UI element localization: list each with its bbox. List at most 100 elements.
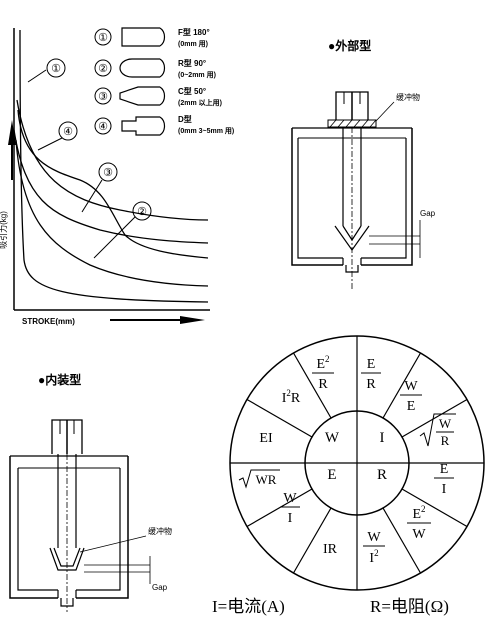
external-frame-inner [297,138,407,259]
external-buffer-label: 缓冲物 [396,92,420,102]
force-stroke-chart: 吸引力(kg) STROKE(mm) ① ② ③ ④ [0,28,210,326]
internal-buffer-cup [49,547,85,571]
internal-frame [9,456,129,599]
curve-3 [15,139,209,287]
external-plunger-tip [342,225,362,242]
wheel-center-w: W [325,430,340,446]
wheel-center-e: E [327,467,336,483]
wheel-spokes [230,336,484,590]
wheel-spoke [382,507,422,574]
plunger-legend: ① F型 180° (0mm 用) ② R型 90° (0~2mm 用) ③ C… [94,27,234,136]
curve-4-leader [37,137,63,151]
wheel-spoke [246,398,313,438]
curve-1-number: ① [51,63,61,75]
legend-3-range: (2mm 以上用) [178,98,222,107]
x-axis-arrow [180,316,205,324]
curve-2-circle [132,201,152,221]
segment-e-over-r: E R [361,357,381,392]
resistance-definition: R=电阻(Ω) [370,597,449,616]
svg-text:W: W [412,527,426,542]
segment-sqrt-w-over-r: W R [419,413,456,448]
external-hatch-2 [337,119,345,128]
external-frame [291,128,413,266]
y-axis-arrow [8,120,16,145]
wheel-spoke [292,507,332,574]
external-buffer-leader [375,101,395,122]
curve-4-number: ④ [63,126,73,138]
curve-3-circle [98,162,118,182]
svg-text:W: W [283,491,297,506]
legend-4-range: (0mm 3~5mm 用) [178,127,234,135]
internal-buffer-label: 缓冲物 [148,526,172,536]
wheel-center-r: R [377,467,387,483]
curve-3-number: ③ [103,167,113,179]
legend-4-circle [94,117,112,135]
wheel-spoke [246,488,313,528]
legend-2-type: R型 90° [178,58,206,68]
external-type-diagram: ●外部型 缓冲物 Gap [291,38,436,290]
external-hatch-5 [361,119,369,128]
curve-5 [16,99,209,221]
svg-text:I: I [288,511,293,526]
wheel-spoke [401,398,468,438]
segment-sqrt-wr: WR [238,469,280,489]
internal-type-title: ●内装型 [38,372,81,387]
svg-text:R: R [441,433,450,448]
internal-buffer-leader [79,535,147,553]
x-axis-label: STROKE(mm) [22,317,75,326]
svg-text:WR: WR [256,472,277,487]
svg-text:W: W [367,530,381,545]
legend-3-circle [94,87,112,105]
legend-2-range: (0~2mm 用) [178,71,216,79]
curve-1-circle [46,58,66,78]
legend-2-number: ② [98,63,108,75]
external-gap-label: Gap [420,209,436,218]
segment-ei: EI [259,431,273,446]
curve-4-circle [58,121,78,141]
plunger-flat-icon [121,27,166,47]
segment-e-over-i: E I [434,462,454,497]
svg-text:E2: E2 [412,504,425,522]
segment-w-over-e: W E [400,379,422,414]
segment-ir: IR [323,542,338,557]
segment-e2-over-w: E2 W [407,504,431,542]
curve-1 [19,29,209,303]
legend-1-type: F型 180° [178,27,210,37]
wheel-spoke [382,352,422,419]
svg-text:E: E [367,357,376,372]
external-stator-cone [334,225,370,273]
plunger-round-icon [119,58,166,78]
curve-2-number: ② [137,206,147,218]
legend-3-type: C型 50° [178,86,206,96]
svg-text:R: R [366,377,376,392]
external-hatch-4 [353,119,361,128]
segment-e2-over-r: E2 R [312,354,334,392]
svg-text:W: W [404,379,418,394]
wheel-spoke [401,488,468,528]
external-hatch-6 [369,119,377,128]
curve-3-leader [81,179,103,213]
curve-2-leader [93,216,136,259]
current-definition: I=电流(A) [212,597,285,616]
plunger-cone-icon [119,86,166,106]
curve-1-leader [27,69,47,83]
external-hatch-3 [345,119,353,128]
legend-3-number: ③ [98,91,108,103]
segment-w-over-i2: W I2 [363,530,385,566]
svg-text:E2: E2 [316,354,329,372]
legend-1-circle [94,28,112,46]
legend-4-type: D型 [178,114,192,124]
legend-1-range: (0mm 用) [178,40,208,48]
external-type-title: ●外部型 [328,38,371,53]
svg-text:E: E [407,399,416,414]
legend-4-number: ④ [98,121,108,133]
internal-frame-inner [17,468,121,591]
wheel-spoke [292,352,332,419]
svg-text:W: W [439,416,452,431]
wheel-center-i: I [380,430,385,446]
legend-2-circle [94,59,112,77]
segment-w-over-i-left: W I [280,491,300,526]
svg-text:E: E [440,462,449,477]
